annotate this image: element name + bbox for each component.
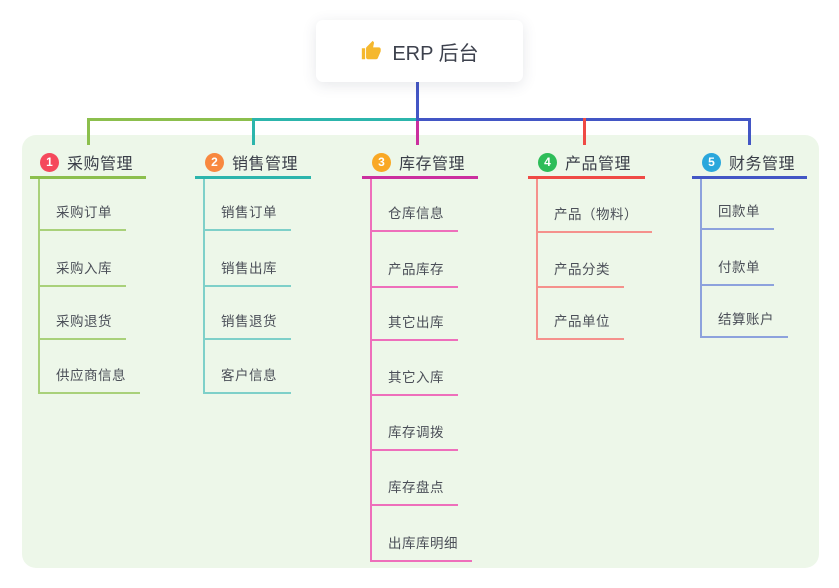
- branch-1-header[interactable]: 1 采购管理: [30, 149, 146, 175]
- child-node[interactable]: 仓库信息: [370, 204, 458, 232]
- branches-panel-background: [22, 135, 819, 568]
- child-node[interactable]: 客户信息: [203, 366, 291, 394]
- branch-4-label: 产品管理: [565, 156, 632, 173]
- branch-5-header[interactable]: 5 财务管理: [692, 149, 807, 175]
- branch-2-header[interactable]: 2 销售管理: [195, 149, 311, 175]
- branch-5-number-badge: 5: [702, 152, 721, 172]
- branch-5-subtree-line: [700, 179, 702, 338]
- child-node[interactable]: 出库库明细: [370, 534, 472, 562]
- branch-1-number-badge: 1: [40, 152, 59, 172]
- root-label: ERP 后台: [392, 42, 479, 65]
- branch-1-underline: [30, 176, 146, 179]
- child-node[interactable]: 其它出库: [370, 313, 458, 341]
- branch-1-label: 采购管理: [67, 156, 134, 173]
- branch-3-subtree-line: [370, 179, 372, 562]
- branch-4-header[interactable]: 4 产品管理: [528, 149, 645, 175]
- branch-3-label: 库存管理: [399, 156, 466, 173]
- trunk-segment: [252, 118, 416, 121]
- child-node[interactable]: 采购订单: [38, 203, 126, 231]
- branch-2-number-badge: 2: [205, 152, 224, 172]
- branch-5-underline: [692, 176, 807, 179]
- child-node[interactable]: 销售退货: [203, 312, 291, 340]
- child-node[interactable]: 销售订单: [203, 203, 291, 231]
- trunk-segment: [87, 118, 252, 121]
- child-node[interactable]: 销售出库: [203, 259, 291, 287]
- child-node[interactable]: 付款单: [700, 258, 774, 286]
- branch-3-underline: [362, 176, 478, 179]
- child-node[interactable]: 产品库存: [370, 260, 458, 288]
- branch-2-label: 销售管理: [232, 156, 299, 173]
- branch-5-label: 财务管理: [729, 156, 796, 173]
- child-node[interactable]: 其它入库: [370, 368, 458, 396]
- branch-3-header[interactable]: 3 库存管理: [362, 149, 478, 175]
- thumbs-up-icon: [360, 40, 382, 62]
- child-node[interactable]: 库存调拨: [370, 423, 458, 451]
- branch-drop-line: [748, 118, 751, 145]
- child-node[interactable]: 产品（物料）: [536, 205, 652, 233]
- branch-3-number-badge: 3: [372, 152, 391, 172]
- child-node[interactable]: 库存盘点: [370, 478, 458, 506]
- branch-drop-line: [87, 118, 90, 145]
- branch-drop-line: [416, 121, 419, 145]
- child-node[interactable]: 产品分类: [536, 260, 624, 288]
- child-node[interactable]: 供应商信息: [38, 366, 140, 394]
- branch-4-underline: [528, 176, 645, 179]
- branch-2-underline: [195, 176, 311, 179]
- branch-drop-line: [252, 118, 255, 145]
- child-node[interactable]: 采购入库: [38, 259, 126, 287]
- branch-4-subtree-line: [536, 179, 538, 340]
- branch-drop-line: [583, 118, 586, 145]
- root-connector-line: [416, 82, 419, 121]
- child-node[interactable]: 回款单: [700, 202, 774, 230]
- branch-4-number-badge: 4: [538, 152, 557, 172]
- root-node[interactable]: ERP 后台: [316, 20, 523, 82]
- child-node[interactable]: 采购退货: [38, 312, 126, 340]
- child-node[interactable]: 产品单位: [536, 312, 624, 340]
- child-node[interactable]: 结算账户: [700, 310, 788, 338]
